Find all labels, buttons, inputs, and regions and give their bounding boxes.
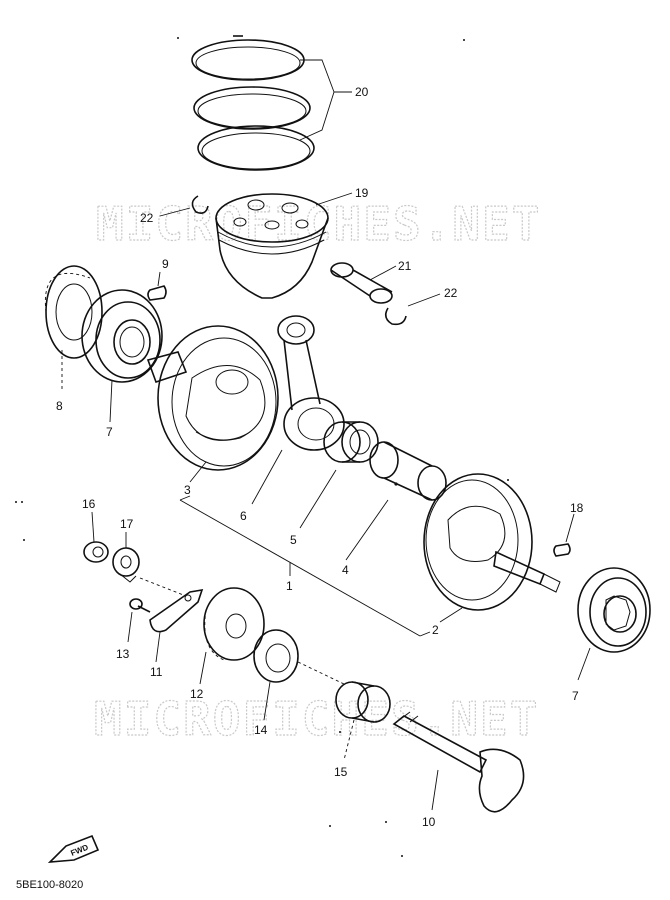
bolt	[129, 598, 151, 613]
callout-2: 2	[432, 623, 439, 637]
callout-4: 4	[342, 563, 349, 577]
callout-3: 3	[184, 483, 191, 497]
fwd-arrow-icon: FWD	[47, 834, 100, 863]
callout-14: 14	[254, 723, 268, 737]
callout-1: 1	[286, 579, 293, 593]
callout-13: 13	[116, 647, 130, 661]
woodruff-key-right	[553, 543, 571, 557]
lock-washer	[112, 547, 140, 583]
circlip-left	[191, 195, 209, 214]
nut	[83, 541, 109, 563]
balancer-shaft	[392, 711, 525, 813]
piston	[215, 193, 329, 299]
diagram-code: 5BE100-8020	[16, 879, 84, 891]
crank-pin	[369, 441, 447, 501]
callout-22-left: 22	[140, 211, 154, 225]
callout-5: 5	[290, 533, 297, 547]
balancer-bearing-right	[335, 681, 391, 723]
callout-15: 15	[334, 765, 348, 779]
piston-rings	[191, 35, 315, 171]
balancer-drive-gear	[203, 587, 265, 661]
woodruff-key-top	[147, 285, 167, 301]
plate	[149, 588, 204, 633]
crank-assembly-bracket	[179, 495, 431, 637]
callout-20: 20	[355, 85, 369, 99]
callout-12: 12	[190, 687, 204, 701]
piston-pin	[330, 262, 393, 304]
callout-8: 8	[56, 399, 63, 413]
watermark-bottom: MICROFICHES.NET	[94, 692, 539, 746]
balancer-bearing-left	[253, 629, 299, 683]
watermark-top: MICROFICHES.NET	[96, 197, 541, 251]
callout-9: 9	[162, 257, 169, 271]
callout-11: 11	[150, 665, 163, 679]
callout-19: 19	[355, 186, 369, 200]
callout-17: 17	[120, 517, 134, 531]
circlip-right	[384, 307, 407, 326]
crank-bearing-right	[577, 567, 651, 653]
print-specks	[15, 37, 509, 857]
callout-7-right: 7	[572, 689, 579, 703]
callout-7-left: 7	[106, 425, 113, 439]
callout-10: 10	[422, 815, 436, 829]
callout-18: 18	[570, 501, 584, 515]
leader-19	[315, 192, 353, 206]
crank-left	[146, 325, 279, 471]
crank-bearing-left	[81, 289, 163, 383]
callout-16: 16	[82, 497, 96, 511]
big-end-bearing	[323, 421, 379, 463]
callout-6: 6	[240, 509, 247, 523]
primary-drive-gear	[44, 265, 103, 359]
callout-22-right: 22	[444, 286, 458, 300]
connecting-rod	[277, 315, 345, 451]
fwd-label: FWD	[69, 843, 89, 858]
callout-21: 21	[398, 259, 412, 273]
crank-right	[423, 473, 561, 611]
